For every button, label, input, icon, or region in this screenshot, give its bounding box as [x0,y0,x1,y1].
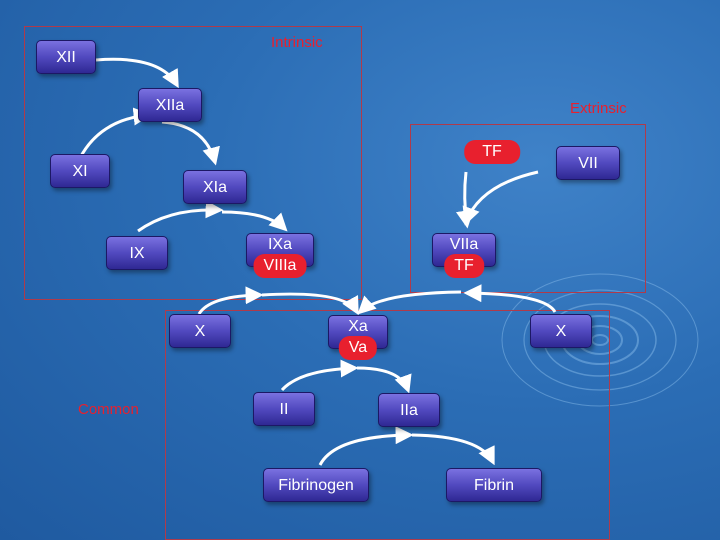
arrow-iia-to-fibrin [411,433,495,466]
arrow-viia-to-xa [357,290,462,315]
intrinsic-region [24,26,362,300]
arrow-ixa-to-xa [261,292,359,316]
arrow-ii-to-iia [280,359,359,392]
factor-xiia-label: XIIa [155,97,185,114]
factor-xa-label: Xa [348,318,368,335]
fibrinogen-node[interactable]: Fibrinogen [263,468,369,502]
arrow-ix-to-ixa [137,200,224,233]
arrow-x-left-to-xa [197,286,264,315]
arrow-xii-to-xiia [95,57,179,89]
common-label: Common [78,401,139,418]
factor-xi-node[interactable]: XI [50,154,110,188]
factor-vii-label: VII [578,155,598,172]
ixa-viiia-complex-node[interactable]: IXa VIIIa [246,233,314,278]
factor-xii-node[interactable]: XII [36,40,96,74]
factor-x-left-node[interactable]: X [169,314,231,348]
factor-ii-node[interactable]: II [253,392,315,426]
tf-complex-label: TF [444,254,484,278]
factor-viia-label: VIIa [449,236,479,253]
factor-xia-label: XIa [202,179,227,196]
arrow-fibrinogen-to-fibrin [318,426,414,466]
factor-x-right-label: X [555,323,567,340]
arrow-vii-to-viia [462,170,539,226]
factor-x-left-label: X [194,323,206,340]
arrow-xia-to-ixa [221,210,288,232]
extrinsic-region [410,124,646,293]
arrow-xi-to-xia [78,107,152,159]
factor-xia-node[interactable]: XIa [183,170,247,204]
intrinsic-label: Intrinsic [271,34,323,51]
fibrin-label: Fibrin [473,477,514,494]
factor-xii-label: XII [56,49,76,66]
factor-iia-node[interactable]: IIa [378,393,440,427]
factor-ix-node[interactable]: IX [106,236,168,270]
tissue-factor-node[interactable]: TF [454,140,530,174]
factor-xiia-node[interactable]: XIIa [138,88,202,122]
fibrinogen-label: Fibrinogen [278,477,354,494]
factor-iia-label: IIa [400,402,418,419]
xa-va-complex-node[interactable]: Xa Va [328,315,388,360]
tissue-factor-label: TF [464,140,520,164]
factor-ix-label: IX [129,245,145,262]
viia-tf-complex-node[interactable]: VIIa TF [432,233,496,278]
fibrin-node[interactable]: Fibrin [446,468,542,502]
arrow-xa-to-iia [356,366,412,394]
factor-xi-label: XI [72,163,88,180]
factor-ii-label: II [279,401,289,418]
factor-x-right-node[interactable]: X [530,314,592,348]
arrow-xiia-to-xia [161,120,220,166]
extrinsic-label: Extrinsic [570,100,627,117]
factor-va-label: Va [338,336,378,360]
arrow-x-right-to-xa [463,284,557,313]
factor-ixa-label: IXa [267,236,292,253]
factor-vii-node[interactable]: VII [556,146,620,180]
factor-viiia-label: VIIIa [253,254,307,278]
